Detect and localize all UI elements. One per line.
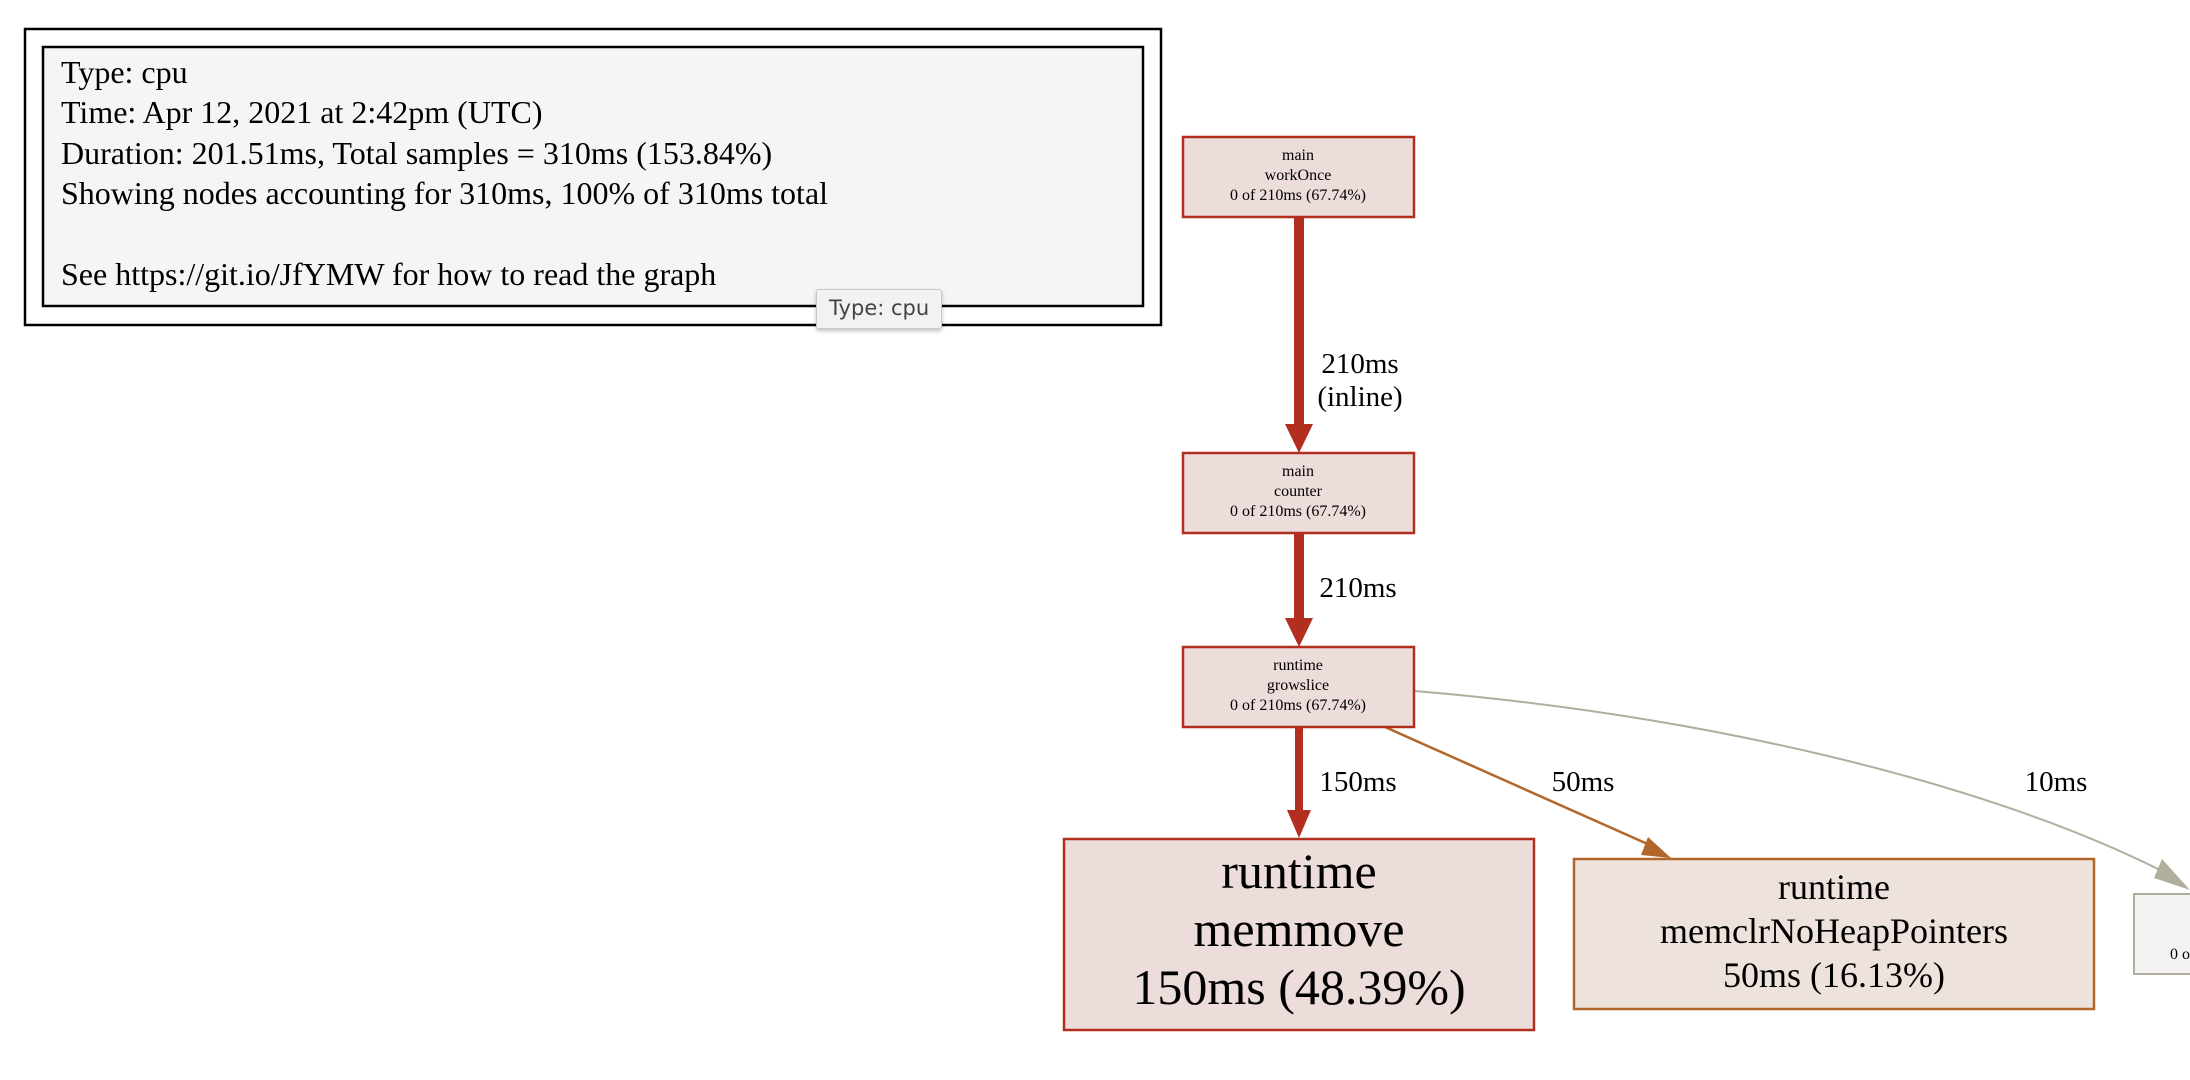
node-stat: 150ms (48.39%) (1132, 959, 1465, 1015)
edge-label: 10ms (2025, 766, 2088, 798)
hover-tooltip: Type: cpu (816, 289, 943, 329)
node-main-workonce[interactable]: main workOnce 0 of 210ms (67.74%) (1181, 135, 1416, 219)
edge-line[interactable] (1384, 725, 1653, 848)
edge-label: 150ms (1319, 766, 1396, 798)
edge-growslice-memmove[interactable]: 150ms (1287, 727, 1397, 838)
node-package: runtime (1778, 867, 1890, 907)
node-package: runtime (1221, 843, 1377, 899)
node-stat: 0 of 210ms (67.74%) (1230, 697, 1366, 714)
node-box[interactable] (1062, 837, 1536, 1032)
edge-growslice-memclr[interactable]: 50ms (1384, 725, 1671, 858)
legend-line-help: See https://git.io/JfYMW for how to read… (61, 256, 716, 292)
edge-label: 210ms (1319, 572, 1396, 604)
edge-counter-growslice[interactable]: 210ms (1285, 533, 1397, 647)
node-box[interactable] (1181, 135, 1416, 219)
node-package: main (1282, 147, 1314, 164)
edge-arrowhead (2154, 859, 2190, 890)
node-main-counter[interactable]: main counter 0 of 210ms (67.74%) (1181, 451, 1416, 535)
node-stat: 0 o (2170, 946, 2190, 963)
node-stat: 0 of 210ms (67.74%) (1230, 187, 1366, 204)
edge-label: 210ms (1321, 348, 1398, 380)
node-function: counter (1274, 483, 1323, 500)
node-box[interactable] (1572, 857, 2096, 1011)
node-stat: 0 of 210ms (67.74%) (1230, 503, 1366, 520)
legend-line-duration: Duration: 201.51ms, Total samples = 310m… (61, 135, 772, 171)
legend-inner-frame (41, 45, 1145, 308)
node-box[interactable] (1181, 645, 1416, 729)
legend-line-type: Type: cpu (61, 54, 188, 90)
node-runtime-growslice[interactable]: runtime growslice 0 of 210ms (67.74%) (1181, 645, 1416, 729)
edge-arrowhead (1285, 424, 1313, 453)
legend-line-showing: Showing nodes accounting for 310ms, 100%… (61, 175, 828, 211)
node-partial-offscreen[interactable]: 0 o (2133, 893, 2190, 975)
edge-arrowhead (1287, 810, 1311, 838)
edge-arrowhead (1285, 618, 1313, 647)
node-package: main (1282, 463, 1314, 480)
node-box[interactable] (1181, 451, 1416, 535)
node-function: workOnce (1265, 167, 1332, 184)
edge-growslice-partial[interactable]: 10ms (1414, 690, 2190, 890)
edge-line[interactable] (1414, 690, 2161, 871)
edge-arrowhead (1641, 837, 1671, 858)
edge-workonce-counter[interactable]: 210ms (inline) (1285, 218, 1403, 453)
node-package: runtime (1273, 657, 1323, 674)
node-function: memmove (1193, 901, 1404, 957)
node-box[interactable] (2133, 893, 2190, 975)
legend: Type: cpu Time: Apr 12, 2021 at 2:42pm (… (23, 27, 1163, 327)
edge-label-inline: (inline) (1317, 381, 1402, 413)
node-function: growslice (1267, 677, 1329, 694)
edge-label: 50ms (1552, 766, 1615, 798)
node-runtime-memclrnoheappointers[interactable]: runtime memclrNoHeapPointers 50ms (16.13… (1572, 857, 2096, 1011)
node-function: memclrNoHeapPointers (1660, 911, 2008, 951)
node-stat: 50ms (16.13%) (1723, 955, 1945, 995)
legend-line-time: Time: Apr 12, 2021 at 2:42pm (UTC) (61, 94, 542, 130)
node-runtime-memmove[interactable]: runtime memmove 150ms (48.39%) (1062, 837, 1536, 1032)
